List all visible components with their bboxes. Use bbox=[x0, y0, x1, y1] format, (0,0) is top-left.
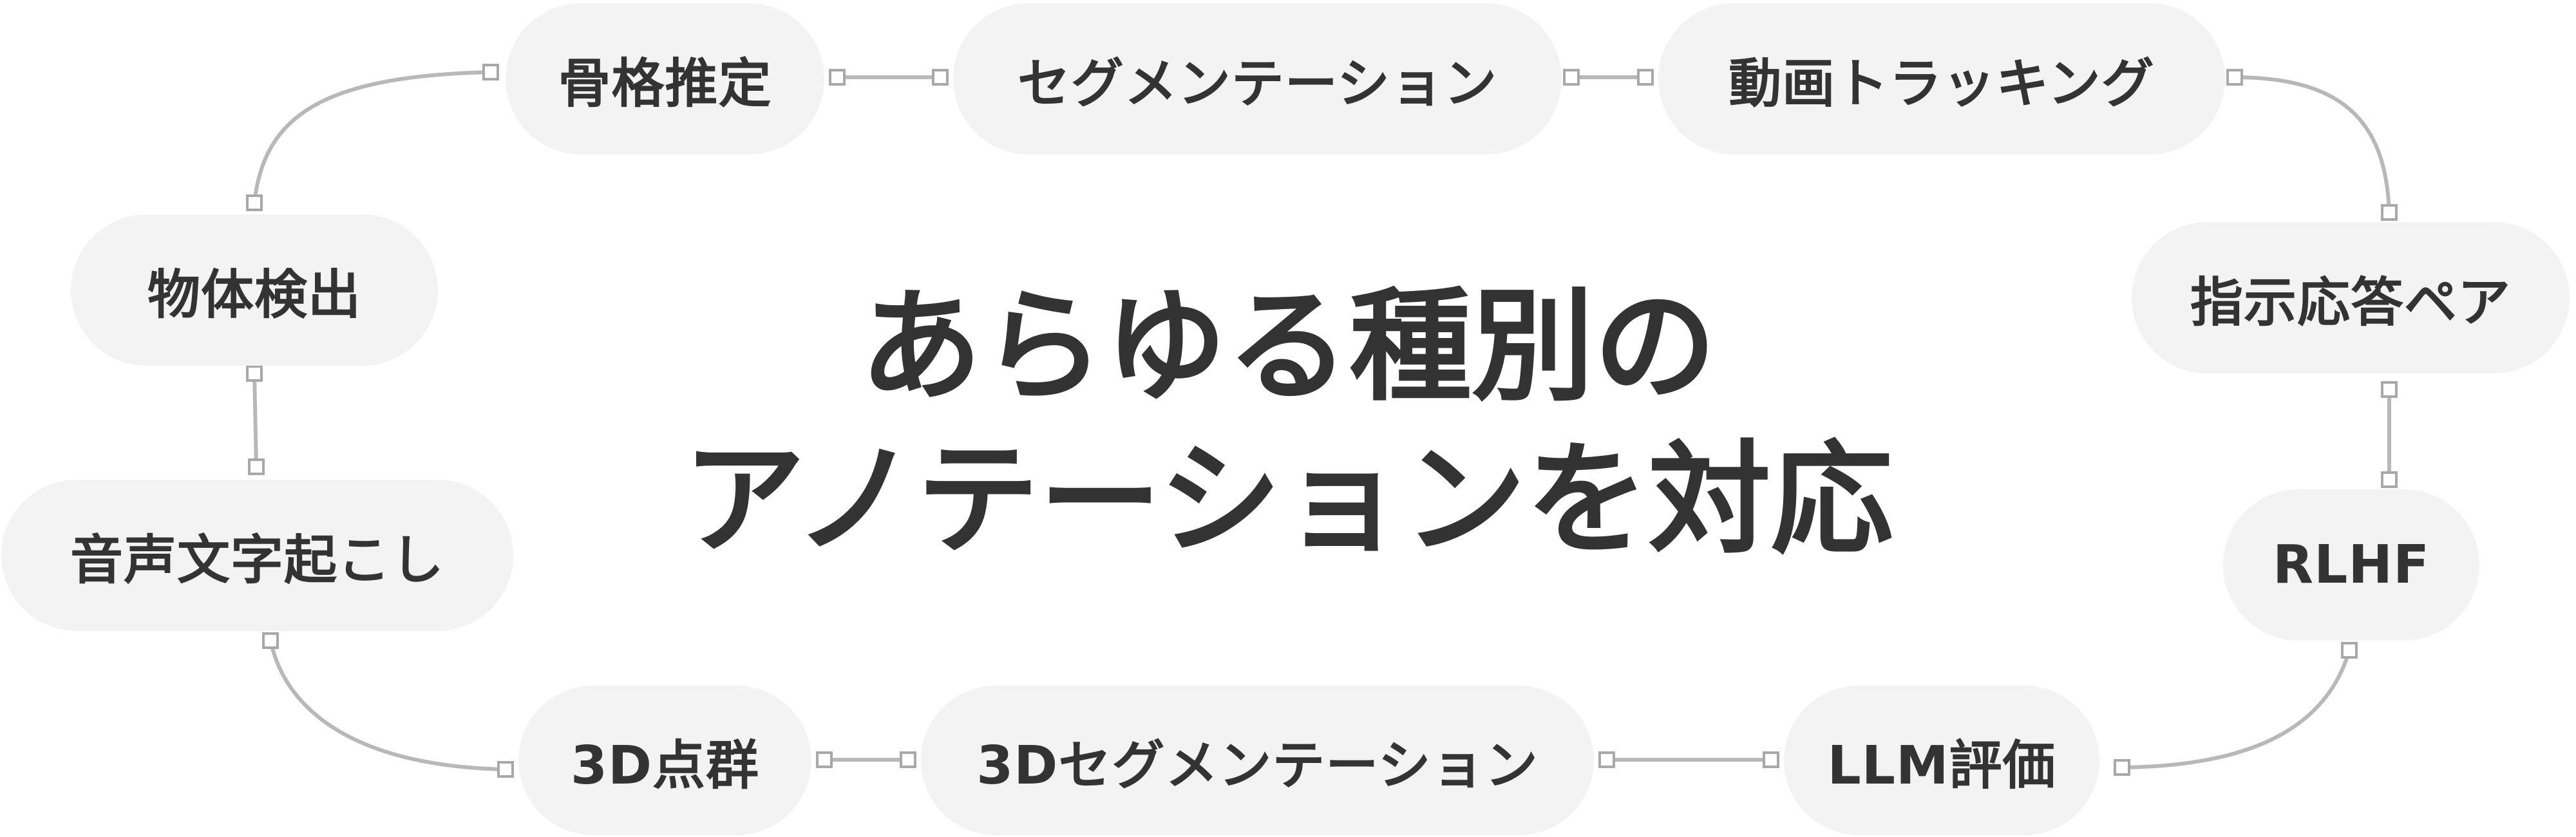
port bbox=[248, 458, 265, 475]
port bbox=[2114, 759, 2130, 776]
port bbox=[1763, 751, 1779, 768]
port bbox=[816, 751, 833, 768]
port bbox=[2341, 642, 2358, 659]
node-segmentation: セグメンテーション bbox=[953, 3, 1562, 155]
port bbox=[900, 751, 916, 768]
connector-detection-skeleton bbox=[252, 70, 491, 203]
headline: あらゆる種別の アノテーションを対応 bbox=[644, 270, 1932, 576]
port bbox=[1563, 69, 1580, 86]
node-skeleton-estimation: 骨格推定 bbox=[506, 3, 824, 155]
connector-transcription-detection bbox=[252, 373, 258, 467]
port bbox=[1598, 751, 1615, 768]
port bbox=[246, 194, 263, 211]
headline-line-1: あらゆる種別の bbox=[859, 276, 1716, 418]
port bbox=[2226, 69, 2243, 86]
port bbox=[2381, 204, 2398, 221]
node-3d-segmentation: 3Dセグメンテーション bbox=[921, 686, 1594, 835]
port bbox=[1637, 69, 1654, 86]
connector-pointcloud-transcription bbox=[269, 640, 506, 771]
port bbox=[262, 632, 279, 649]
port bbox=[932, 69, 949, 86]
port bbox=[497, 761, 514, 778]
node-llm-evaluation: LLM評価 bbox=[1784, 686, 2099, 835]
node-rlhf: RLHF bbox=[2223, 489, 2479, 641]
node-video-tracking: 動画トラッキング bbox=[1658, 3, 2225, 155]
port bbox=[2381, 471, 2398, 488]
connector-tracking-instruction bbox=[2234, 75, 2391, 213]
port bbox=[2381, 381, 2398, 398]
node-3d-point-cloud: 3D点群 bbox=[518, 686, 811, 835]
node-speech-transcription: 音声文字起こし bbox=[1, 480, 513, 631]
node-object-detection: 物体検出 bbox=[71, 214, 438, 366]
node-instruction-response-pairs: 指示応答ペア bbox=[2132, 222, 2570, 373]
port bbox=[829, 69, 846, 86]
port bbox=[482, 64, 499, 80]
port bbox=[246, 365, 263, 382]
headline-line-2: アノテーションを対応 bbox=[683, 428, 1893, 571]
connector-rlhf-llm bbox=[2121, 650, 2351, 769]
